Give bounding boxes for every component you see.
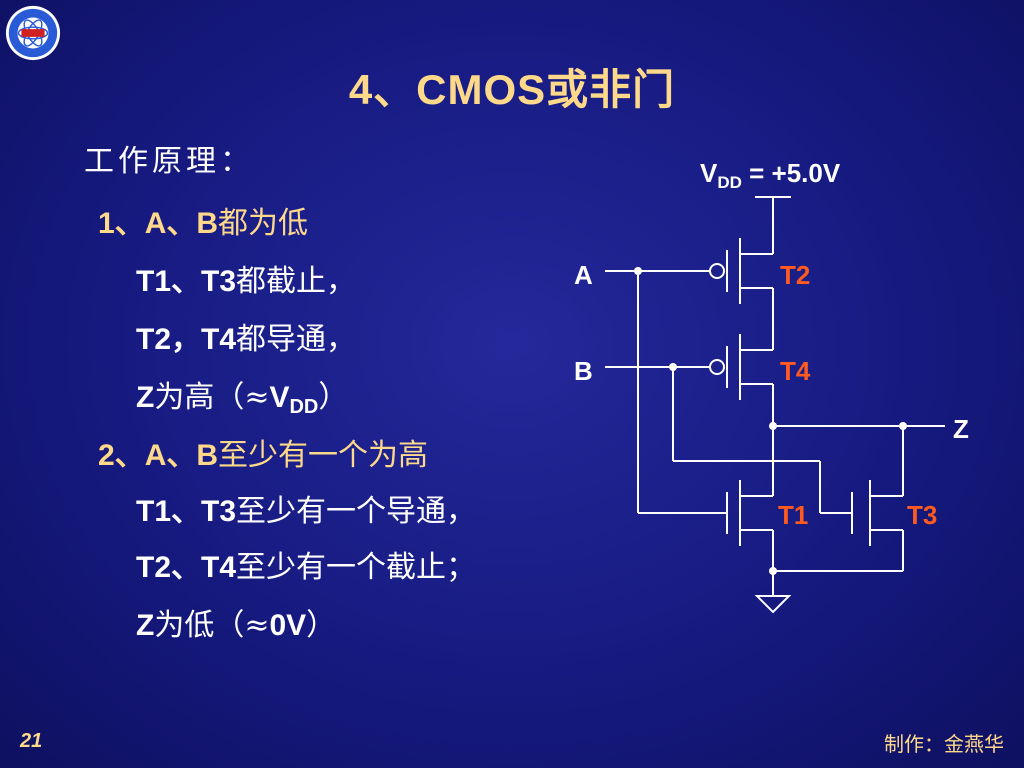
transistor-t2	[709, 238, 773, 304]
input-a-label: A	[574, 260, 593, 290]
body-heading: 工作原理：	[84, 144, 254, 179]
case2-line1: T1、T3至少有一个导通，	[136, 494, 477, 529]
input-b-label: B	[574, 356, 593, 386]
case1-heading: 1、A、B都为低	[98, 206, 309, 241]
vdd-label: VDD = +5.0V	[700, 158, 841, 192]
output-z-label: Z	[953, 414, 969, 444]
case1-line3: Z为高（≈VDD）	[136, 380, 349, 418]
transistor-t3	[851, 480, 903, 546]
slide-title: 4、CMOS或非门	[348, 66, 676, 113]
author-credit: 制作：金燕华	[884, 734, 1004, 756]
output-node	[769, 422, 777, 430]
t2-label: T2	[780, 260, 810, 290]
ground-symbol	[754, 595, 792, 614]
t4-label: T4	[780, 356, 811, 386]
t1-label: T1	[778, 500, 808, 530]
case1-line2: T2，T4都导通，	[136, 322, 357, 357]
transistor-t4	[709, 334, 773, 400]
transistor-t1	[726, 480, 773, 546]
t3-label: T3	[907, 500, 937, 530]
page-number: 21	[20, 730, 43, 752]
ground-node	[769, 567, 777, 575]
university-logo	[5, 5, 61, 61]
case2-line3: Z为低（≈0V）	[136, 608, 337, 643]
case2-heading: 2、A、B至少有一个为高	[98, 438, 429, 473]
case1-line1: T1、T3都截止，	[136, 264, 357, 299]
case2-line2: T2、T4至少有一个截止；	[136, 550, 477, 585]
